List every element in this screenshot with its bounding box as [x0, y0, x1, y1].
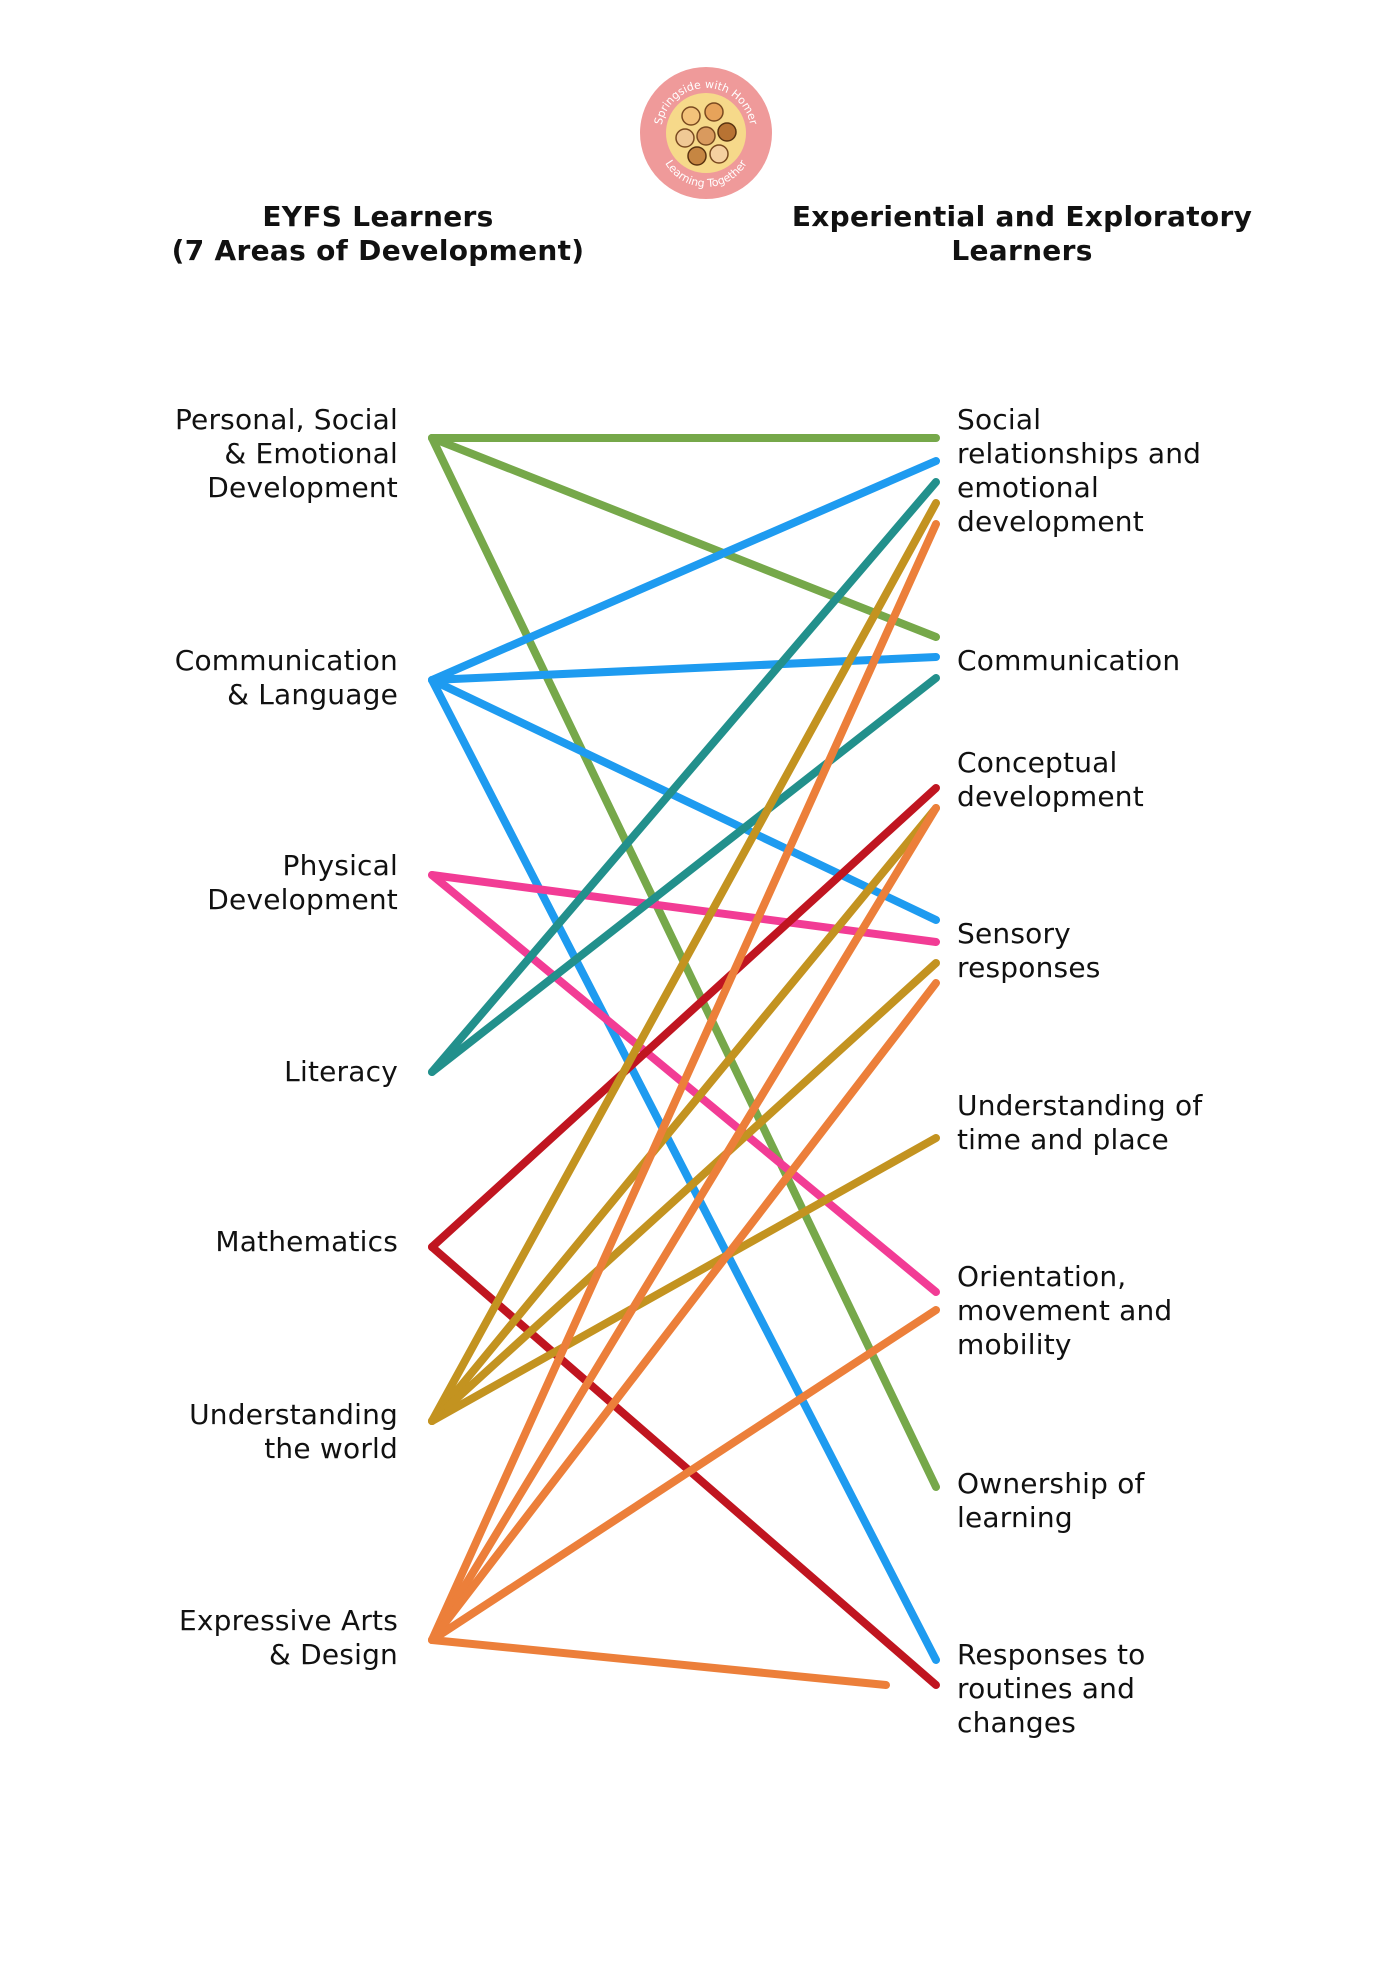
link-l3-r4 [428, 871, 940, 946]
right-node-time-and-place: Understanding of time and place [957, 1089, 1203, 1156]
right-node-ownership-learning: Ownership of learning [957, 1467, 1145, 1534]
link-l7-r8 [428, 1636, 890, 1689]
link-l6-r1 [428, 499, 940, 1425]
left-node-personal-social-emotional: Personal, Social & Emotional Development [174, 403, 398, 504]
children-faces-icon [675, 102, 737, 166]
link-l7-r6 [428, 1306, 940, 1644]
link-l2-r8 [428, 676, 940, 1664]
link-l4-r1 [428, 478, 940, 1076]
link-l6-r3 [428, 804, 940, 1425]
school-logo: Springside with Homer Learning Together [640, 67, 772, 199]
left-node-understanding-world: Understanding the world [189, 1398, 398, 1465]
link-l4-r2 [428, 674, 940, 1076]
link-l7-r3 [428, 804, 940, 1644]
right-node-sensory-responses: Sensory responses [957, 917, 1101, 984]
right-node-responses-routines: Responses to routines and changes [957, 1638, 1146, 1739]
left-node-physical-development: Physical Development [207, 849, 398, 916]
right-column-header: Experiential and Exploratory Learners [791, 200, 1253, 267]
right-node-conceptual-development: Conceptual development [957, 746, 1144, 813]
link-l2-r4 [428, 676, 940, 924]
right-node-communication: Communication [957, 644, 1181, 677]
link-l6-r5 [428, 1134, 940, 1425]
left-node-mathematics: Mathematics [215, 1225, 398, 1258]
link-l6-r4 [428, 959, 940, 1425]
link-l7-r4 [428, 979, 940, 1644]
right-node-social-relationships: Social relationships and emotional devel… [957, 403, 1202, 538]
left-node-expressive-arts: Expressive Arts & Design [178, 1604, 398, 1671]
left-column-header: EYFS Learners (7 Areas of Development) [171, 200, 585, 267]
link-l7-r1 [428, 520, 940, 1644]
right-node-orientation-mobility: Orientation, movement and mobility [957, 1260, 1173, 1361]
link-l5-r3 [428, 784, 940, 1251]
link-l2-r2 [428, 653, 940, 684]
left-node-literacy: Literacy [284, 1055, 398, 1088]
link-l1-r2 [428, 434, 940, 641]
link-l2-r1 [428, 457, 940, 684]
left-node-communication-language: Communication & Language [174, 644, 398, 711]
